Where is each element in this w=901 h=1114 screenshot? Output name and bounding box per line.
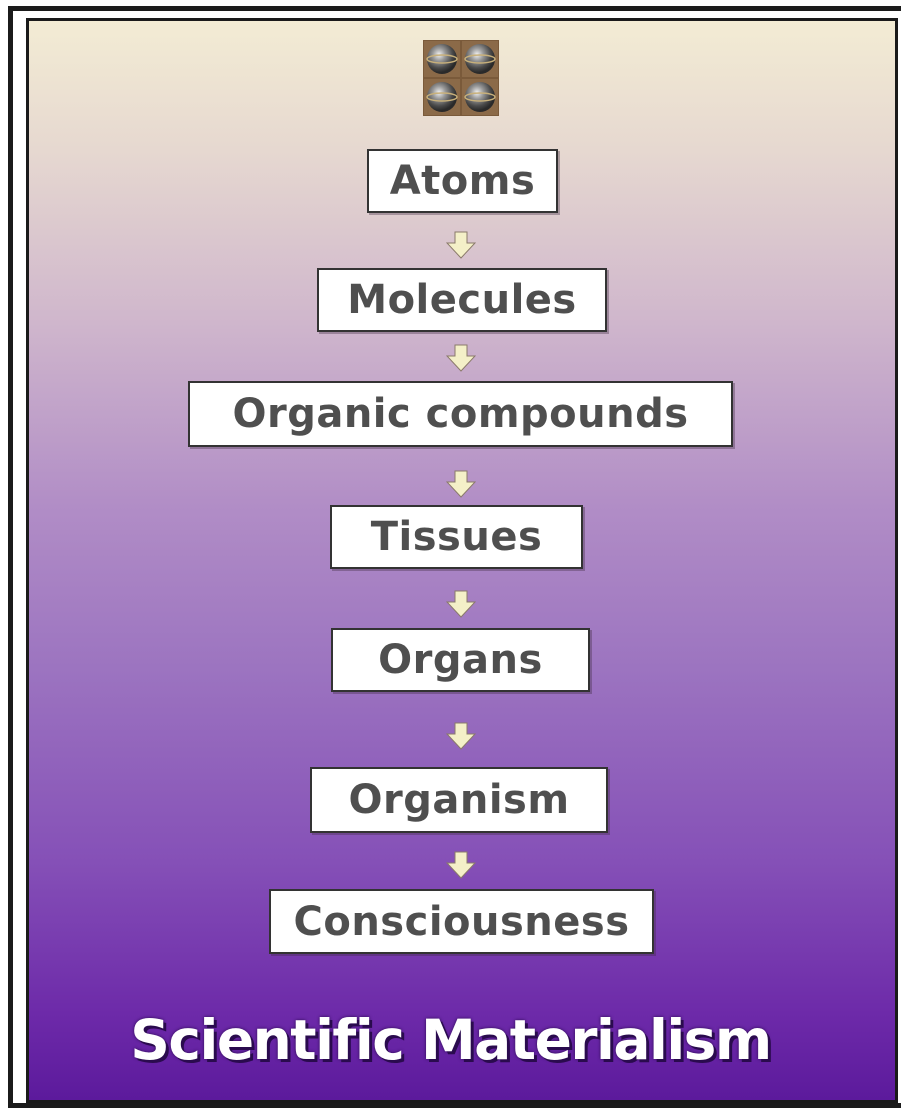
diagram-title: Scientific Materialism xyxy=(0,1008,901,1072)
step-atoms: Atoms xyxy=(367,149,558,213)
arrow-down-icon xyxy=(446,851,476,879)
step-molecules: Molecules xyxy=(317,268,607,332)
arrow-down-icon xyxy=(446,344,476,372)
step-consciousness: Consciousness xyxy=(269,889,654,954)
step-organic-compounds: Organic compounds xyxy=(188,381,733,447)
step-organism: Organism xyxy=(310,767,608,833)
arrow-down-icon xyxy=(446,470,476,498)
step-tissues: Tissues xyxy=(330,505,583,569)
arrow-down-icon xyxy=(446,231,476,259)
atom-spheres-icon xyxy=(423,40,499,116)
step-organs: Organs xyxy=(331,628,590,692)
arrow-down-icon xyxy=(446,590,476,618)
arrow-down-icon xyxy=(446,722,476,750)
